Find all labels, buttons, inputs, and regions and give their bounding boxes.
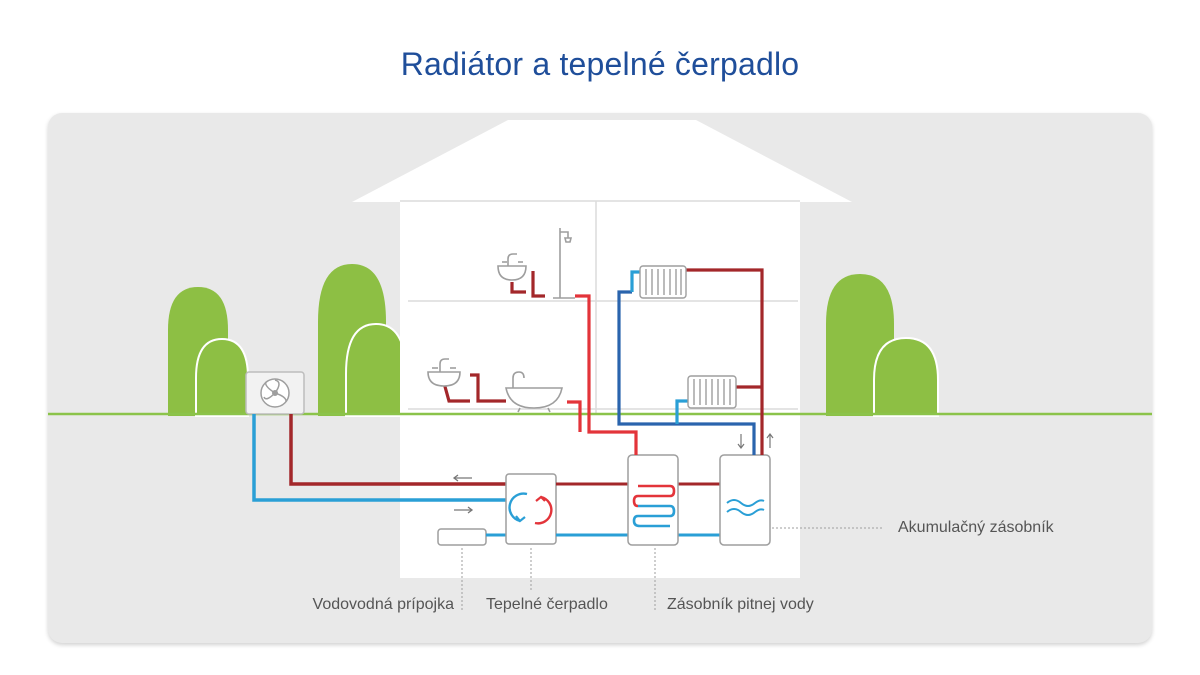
tree-left-group	[168, 264, 407, 417]
water-connection-box	[437, 528, 487, 546]
page-title: Radiátor a tepelné čerpadlo	[400, 46, 800, 82]
heating-coil-icon	[632, 504, 676, 528]
label-heat-pump: Tepelné čerpadlo	[486, 596, 608, 613]
outdoor-unit	[245, 371, 305, 415]
pipe-cold-outdoor	[252, 414, 506, 502]
pipe-dhw-lower-sink-2	[470, 373, 506, 403]
fan-icon	[260, 378, 290, 408]
sink-icon	[497, 253, 527, 281]
bathtub-icon	[505, 371, 563, 413]
water-wave-icon	[726, 499, 765, 516]
tree-right-group	[826, 274, 939, 417]
pipe-hot-dhw-bath	[575, 294, 638, 455]
label-leader-lines	[461, 527, 882, 612]
buffer-tank	[719, 454, 771, 546]
pipe-dhw-top-sink-2	[510, 282, 526, 294]
pipe-dhw-top-sink	[531, 271, 545, 298]
pipe-hot-radiator	[686, 268, 764, 455]
pipe-hot-dhw-lower	[567, 400, 582, 432]
tree-icon	[195, 337, 249, 417]
tree-icon	[345, 322, 407, 417]
heat-pump-unit	[505, 473, 557, 545]
shower-icon	[553, 228, 575, 299]
pipe-dhw-lower-sink	[442, 382, 470, 403]
pipe-cold-radiator-return	[617, 290, 756, 455]
pipe-cold-radiator-top	[630, 270, 640, 292]
heating-coil-icon	[632, 484, 676, 508]
label-potable-tank: Zásobník pitnej vody	[667, 596, 814, 613]
tree-icon	[873, 336, 939, 417]
arrow-left-icon	[452, 474, 472, 482]
sink-icon	[427, 358, 461, 387]
arrow-up-icon	[766, 433, 774, 448]
radiator-icon	[639, 265, 687, 299]
cycle-icon	[508, 492, 553, 525]
pipe-cold-radiator-lower	[675, 399, 688, 424]
house-roof	[352, 120, 852, 202]
pipe-hot-outdoor	[289, 414, 506, 486]
radiator-icon	[687, 375, 737, 409]
arrow-down-icon	[737, 434, 745, 449]
house	[352, 120, 852, 578]
potable-water-tank	[627, 454, 679, 546]
label-water-connection: Vodovodná prípojka	[312, 596, 454, 613]
arrow-right-icon	[454, 506, 474, 514]
label-buffer-tank: Akumulačný zásobník	[898, 519, 1054, 536]
